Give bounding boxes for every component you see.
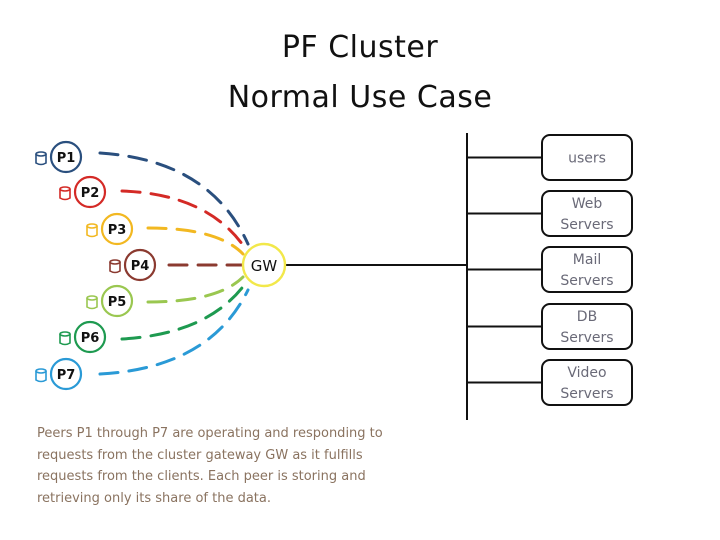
server-box [541,134,633,181]
peer-circle [123,248,157,282]
server-label: Servers [560,217,613,233]
server-box [541,190,633,237]
peer-label: P1 [57,151,76,166]
peer-link-p6 [120,282,247,341]
server-box [541,246,633,293]
server-box [541,303,633,350]
peer-circle [100,212,134,246]
peer-node-p3: P3 [86,212,134,246]
peer-circle [73,320,107,354]
caption-line: Peers P1 through P7 are operating and re… [37,426,383,441]
peer-circle [100,284,134,318]
peer-link-p1 [98,151,250,246]
peer-node-p4: P4 [109,248,157,282]
database-icon [35,151,47,166]
caption-line: retrieving only its share of the data. [37,490,271,506]
server-boxes: usersWebServersMailServersDBServersVideo… [467,134,633,406]
server-label: Web [572,196,603,212]
database-icon [86,223,98,238]
database-icon [109,259,121,274]
gateway-circle [241,242,287,288]
caption-line: requests from the clients. Each peer is … [37,469,366,484]
database-icon [59,186,71,201]
peer-node-p1: P1 [35,140,83,174]
peer-link-p7 [98,288,250,376]
peer-node-p2: P2 [59,175,107,209]
diagram-title-line-1: PF Cluster [281,30,439,65]
server-box-users: users [467,134,633,181]
peer-label: P2 [81,186,100,201]
database-icon [35,368,47,383]
server-label: Mail [573,252,601,268]
database-icon [59,331,71,346]
peer-label: P4 [131,259,150,274]
server-box-db: DB Servers [467,303,633,350]
peer-node-p7: P7 [35,357,83,391]
server-label: Servers [560,330,613,346]
peer-link-p5 [146,275,245,304]
caption-line: requests from the cluster gateway GW as … [37,447,363,463]
server-label: Servers [560,386,613,402]
server-label: Servers [560,273,613,289]
peer-label: P5 [108,295,127,310]
diagram-title-line-2: Normal Use Case [227,80,493,115]
peer-node-p6: P6 [59,320,107,354]
peer-circle [73,175,107,209]
peer-label: P6 [81,331,100,346]
network-bus [285,133,468,420]
peer-label: P7 [57,368,76,383]
peer-links [98,151,250,376]
peer-node-p5: P5 [86,284,134,318]
peer-circle [49,140,83,174]
gateway-node: GW [241,242,287,288]
server-label: Video [567,365,606,381]
peer-link-p2 [120,189,247,250]
gateway-label: GW [251,257,278,275]
database-icon [86,295,98,310]
server-box [541,359,633,406]
server-label: users [568,151,606,167]
peer-link-p3 [146,226,245,256]
peer-label: P3 [108,223,127,238]
peer-circle [49,357,83,391]
diagram-caption: Peers P1 through P7 are operating and re… [37,423,457,509]
server-label: DB [577,309,597,325]
